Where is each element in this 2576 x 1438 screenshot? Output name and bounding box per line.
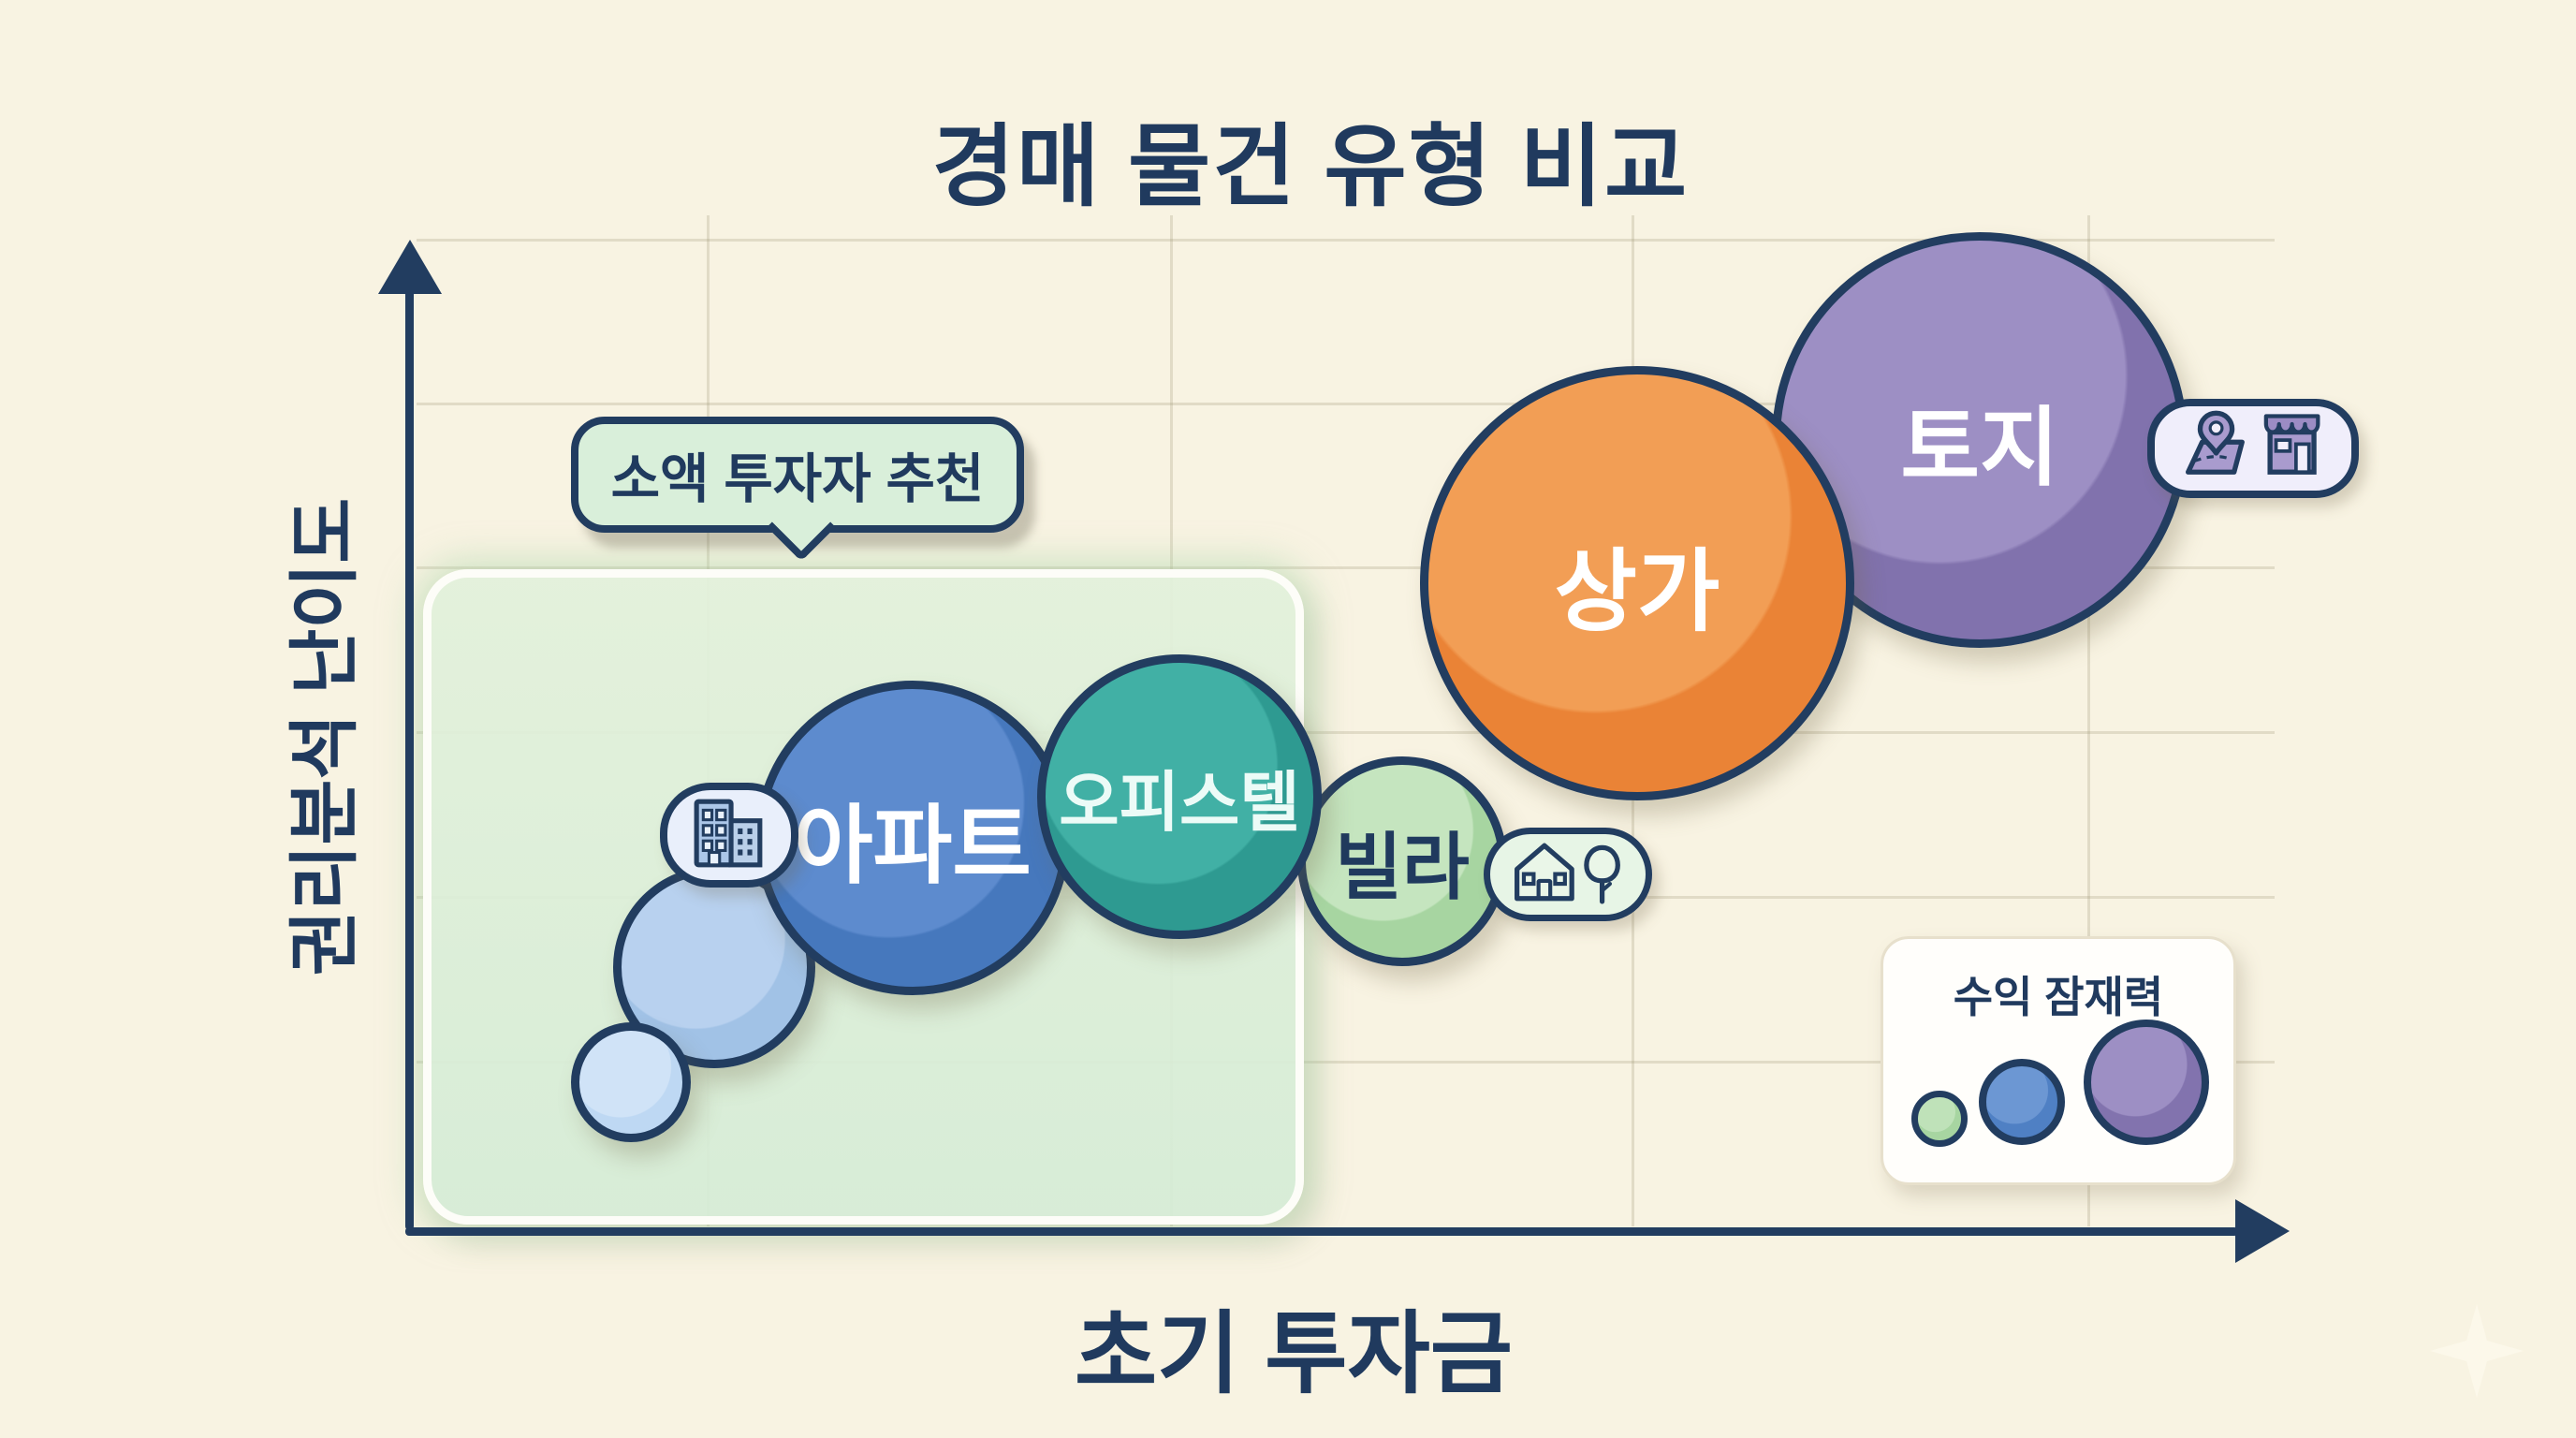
grid-line-horizontal xyxy=(417,403,2275,405)
bubble-villa-label: 빌라 xyxy=(1335,826,1470,908)
bubble-land-label: 토지 xyxy=(1900,400,2059,496)
legend-title: 수익 잠재력 xyxy=(1953,973,2164,1021)
sparkle-icon xyxy=(2430,1304,2524,1398)
store-icon xyxy=(2263,414,2320,475)
callout-bubble: 소액 투자자 추천 xyxy=(571,417,1024,562)
bubble-unlabeled-tiny xyxy=(571,1022,691,1142)
building-icon xyxy=(682,796,776,875)
villa-icon-badge xyxy=(1484,828,1652,921)
tree-icon xyxy=(1584,844,1620,904)
grid-line-horizontal xyxy=(417,1061,2275,1064)
legend-circle-medium xyxy=(1979,1059,2065,1145)
bubble-officetel: 오피스텔 xyxy=(1037,654,1322,939)
map-pin-icon xyxy=(2178,410,2328,487)
bubble-commercial: 상가 xyxy=(1420,366,1854,800)
bubble-villa: 빌라 xyxy=(1297,756,1507,966)
x-axis-line xyxy=(405,1227,2238,1236)
apartment-icon-badge xyxy=(660,783,798,888)
legend-box: 수익 잠재력 xyxy=(1881,936,2236,1185)
x-axis-label: 초기 투자금 xyxy=(1074,1304,1514,1404)
bubble-apartment-label: 아파트 xyxy=(794,798,1032,894)
legend-circle-large xyxy=(2084,1020,2209,1145)
land-icon-badge xyxy=(2147,399,2359,498)
bubble-apartment: 아파트 xyxy=(755,681,1070,995)
grid-line-horizontal xyxy=(417,566,2275,569)
house-icon xyxy=(1509,840,1627,909)
grid-line-horizontal xyxy=(417,731,2275,734)
y-axis-line xyxy=(405,279,414,1230)
legend-circle-small xyxy=(1911,1091,1968,1147)
bubble-commercial-label: 상가 xyxy=(1554,541,1720,642)
grid-line-horizontal xyxy=(417,239,2275,242)
bubble-officetel-label: 오피스텔 xyxy=(1059,765,1300,839)
y-axis-label: 권리분석 난이도 xyxy=(285,497,365,976)
page-title: 경매 물건 유형 비교 xyxy=(931,117,1690,217)
grid-line-vertical xyxy=(2087,215,2090,1226)
y-axis-arrow-icon xyxy=(378,240,442,294)
x-axis-arrow-icon xyxy=(2235,1199,2290,1263)
